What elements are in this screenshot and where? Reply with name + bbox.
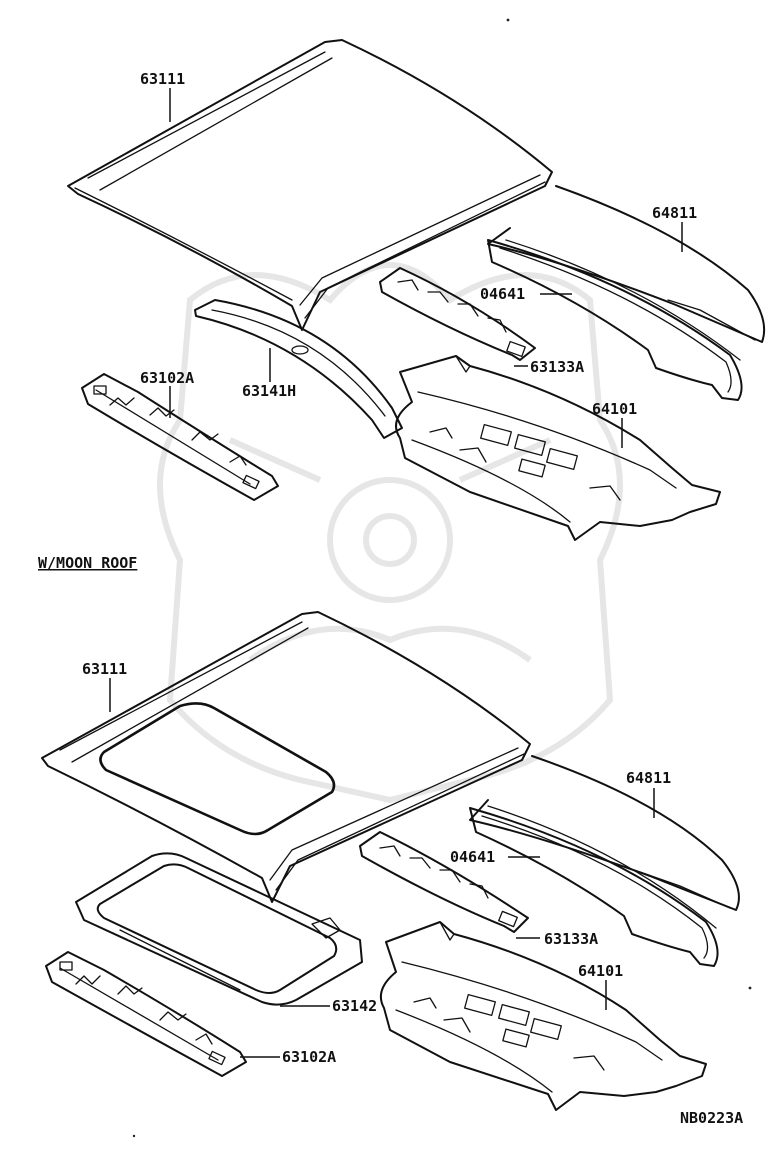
roof-bow [359, 831, 529, 933]
label-63142-moon: 63142 [332, 997, 377, 1015]
label-04641-moon: 04641 [450, 848, 495, 866]
roof-panel [41, 611, 531, 903]
label-64101-top: 64101 [592, 400, 637, 418]
label-63133a-moon: 63133A [544, 930, 598, 948]
leader-lines [109, 88, 683, 1058]
label-63102a-moon: 63102A [282, 1048, 336, 1066]
section-title: W/MOON ROOF [38, 554, 137, 572]
samurai-helmet-icon [157, 262, 623, 804]
label-04641-top: 04641 [480, 285, 525, 303]
weatherstrip [487, 239, 743, 401]
rear-shelf [380, 921, 707, 1111]
label-63141h-top: 63141H [242, 382, 296, 400]
roof-bow [379, 267, 536, 361]
label-63111-moon: 63111 [82, 660, 127, 678]
moon-roof-frame [75, 852, 363, 1006]
roof-panel [67, 39, 553, 331]
roof-side-rail [469, 755, 740, 911]
roof-side-rail [487, 185, 766, 343]
label-64101-moon: 64101 [578, 962, 623, 980]
drawing-code: NB0223A [680, 1109, 743, 1127]
moon-roof-assembly [41, 611, 740, 1111]
label-64811-moon: 64811 [626, 769, 671, 787]
label-64811-top: 64811 [652, 204, 697, 222]
rear-header [194, 299, 403, 439]
rear-shelf [395, 355, 721, 541]
part-labels: 63111 64811 04641 63133A 63141H 63102A 6… [38, 70, 743, 1127]
label-63133a-top: 63133A [530, 358, 584, 376]
weatherstrip [469, 805, 719, 967]
front-header [45, 951, 247, 1077]
top-assembly [67, 39, 766, 541]
label-63111-top: 63111 [140, 70, 185, 88]
label-63102a-top: 63102A [140, 369, 194, 387]
scan-specks [132, 18, 752, 1138]
